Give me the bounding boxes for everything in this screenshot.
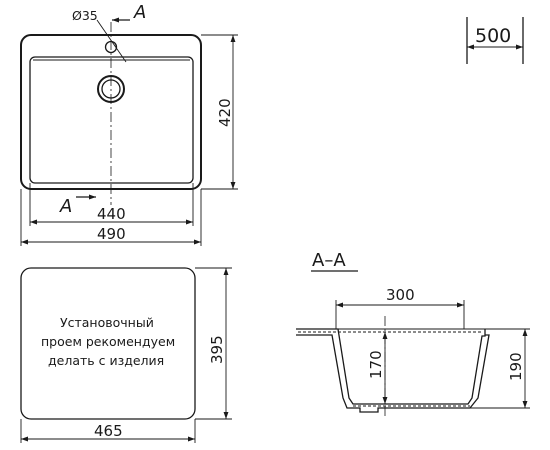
sink-bowl: [29, 56, 194, 184]
section-outer-profile: [296, 328, 486, 405]
top-view: A A Ø35 440 490 420: [20, 2, 238, 246]
dim-height: 420: [216, 98, 234, 127]
cutout-view: Установочный проем рекомендуем делать с …: [20, 267, 232, 443]
dim-section-width: 300: [386, 286, 415, 304]
dim-cutout-width: 465: [94, 422, 123, 440]
hole-diameter-label: Ø35: [72, 8, 98, 23]
cutout-outline: [20, 267, 196, 420]
section-mark-top: A: [133, 2, 146, 23]
dim-cutout-height: 395: [208, 335, 226, 364]
size-badge: 500: [466, 17, 524, 64]
cutout-note-line2: проем рекомендуем: [41, 334, 175, 349]
section-view: A–A 300 170 190: [296, 250, 530, 416]
dim-total-depth: 190: [507, 352, 525, 381]
section-mark-bottom: A: [59, 196, 72, 217]
dim-inner-width: 440: [97, 205, 126, 223]
cutout-note-line1: Установочный: [60, 315, 154, 330]
tap-hole-leader: [96, 19, 127, 63]
section-title: A–A: [312, 250, 346, 271]
dim-inner-depth: 170: [367, 350, 385, 379]
cutout-note-line3: делать с изделия: [48, 353, 164, 368]
size-badge-value: 500: [475, 25, 511, 47]
dim-outer-width: 490: [97, 225, 126, 243]
section-inner-profile: [296, 334, 490, 413]
